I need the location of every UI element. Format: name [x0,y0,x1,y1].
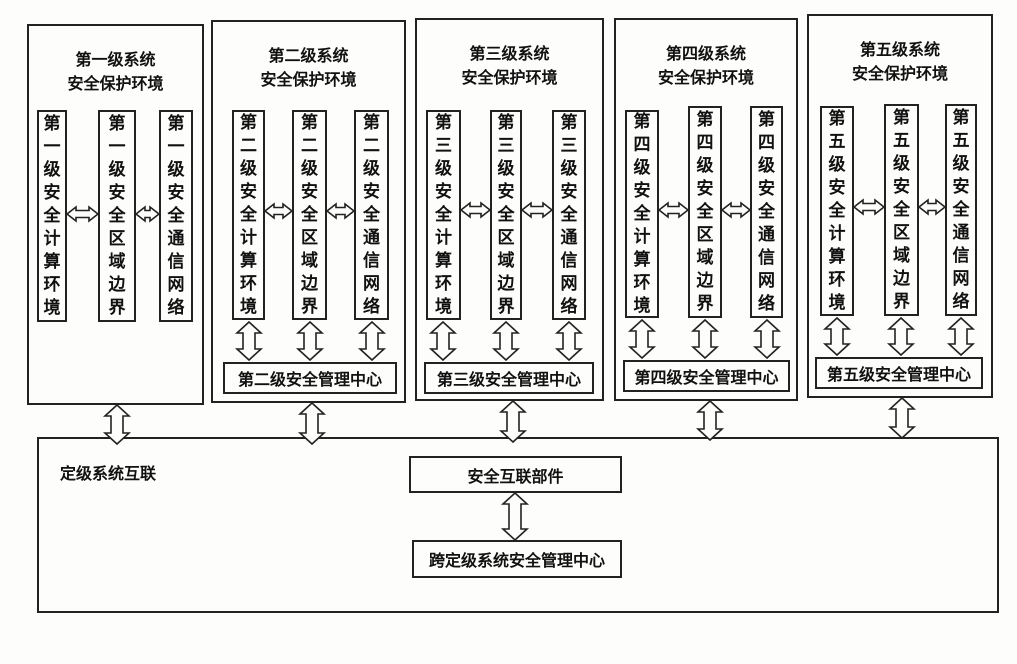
level-3-security-management-center: 第三级安全管理中心 [424,362,594,394]
level-1-title: 第一级系统 安全保护环境 [67,50,164,93]
level-4-computing-environment: 第四级安全计算环境 [625,110,659,318]
rated-system-interconnect-title: 定级系统互联 [60,464,157,483]
level-1-area-boundary: 第一级安全区域边界 [98,110,136,322]
level-5-communication-network: 第五级安全通信网络 [945,104,977,316]
level-4-title: 第四级系统 安全保护环境 [657,44,754,87]
level-2-security-management-center: 第二级安全管理中心 [223,362,397,394]
level-4-computing-environment-label: 第四级安全计算环境 [633,111,651,316]
level-4-area-boundary-label: 第四级安全区域边界 [696,109,714,314]
level-5-computing-environment: 第五级安全计算环境 [820,106,854,316]
level-2-communication-network: 第二级安全通信网络 [354,110,389,320]
level-1-communication-network: 第一级安全通信网络 [159,110,193,322]
level-1-communication-network-label: 第一级安全通信网络 [167,113,185,318]
level-1-area-boundary-label: 第一级安全区域边界 [108,113,126,318]
level-3-communication-network: 第三级安全通信网络 [552,110,586,320]
level-2-computing-environment: 第二级安全计算环境 [232,110,265,320]
level-1-computing-environment-label: 第一级安全计算环境 [43,113,61,318]
level-5-area-boundary: 第五级安全区域边界 [884,104,919,316]
level-3-arrow-interconnect [498,399,528,444]
level-4-communication-network-label: 第四级安全通信网络 [758,109,775,314]
level-5-security-management-center: 第五级安全管理中心 [815,357,983,389]
level-4-security-management-center: 第四级安全管理中心 [623,360,790,392]
level-3-computing-environment: 第三级安全计算环境 [426,110,461,320]
level-3-computing-environment-label: 第三级安全计算环境 [435,112,452,317]
secure-interconnect-component: 安全互联部件 [409,456,622,493]
level-2-area-boundary: 第二级安全区域边界 [292,110,327,320]
level-2-communication-network-label: 第二级安全通信网络 [363,112,380,317]
level-2-title: 第二级系统 安全保护环境 [260,46,357,89]
level-2-area-boundary-label: 第二级安全区域边界 [301,112,318,317]
level-4-arrow-interconnect [695,399,725,442]
cross-system-security-management-center: 跨定级系统安全管理中心 [412,540,622,578]
level-3-title: 第三级系统 安全保护环境 [461,44,558,87]
level-3-communication-network-label: 第三级安全通信网络 [560,112,578,317]
level-2-computing-environment-label: 第二级安全计算环境 [240,112,257,317]
level-4-area-boundary: 第四级安全区域边界 [688,106,722,318]
level-5-area-boundary-label: 第五级安全区域边界 [893,107,910,312]
level-5-title: 第五级系统 安全保护环境 [851,40,948,83]
level-1-computing-environment: 第一级安全计算环境 [37,110,67,322]
level-3-area-boundary: 第三级安全区域边界 [490,110,522,320]
level-5-communication-network-label: 第五级安全通信网络 [952,107,970,312]
level-3-area-boundary-label: 第三级安全区域边界 [497,112,515,317]
level-5-computing-environment-label: 第五级安全计算环境 [828,108,846,313]
level-5-arrow-interconnect [887,396,917,440]
level-4-communication-network: 第四级安全通信网络 [750,106,783,318]
